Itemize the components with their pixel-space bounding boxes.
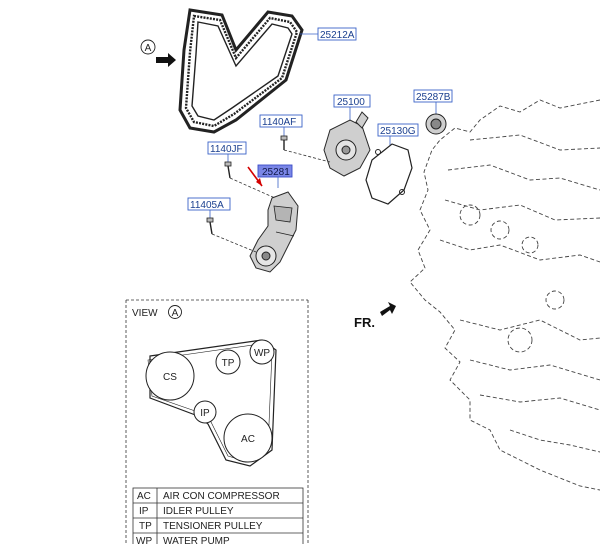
bolt-jf-dashline bbox=[229, 177, 276, 199]
bolt-af-dashline bbox=[283, 149, 331, 163]
svg-text:IP: IP bbox=[200, 408, 210, 419]
legend-abbr: TP bbox=[139, 521, 152, 532]
bolt-5a-dashline bbox=[211, 233, 257, 253]
svg-text:A: A bbox=[145, 43, 152, 54]
legend-table: AC AIR CON COMPRESSOR IP IDLER PULLEY TP… bbox=[132, 487, 304, 544]
front-direction-indicator: FR. bbox=[354, 302, 396, 330]
pulley-ac: AC bbox=[223, 413, 273, 463]
svg-text:1140JF: 1140JF bbox=[210, 144, 243, 155]
part-label-bolt-jf[interactable]: 1140JF bbox=[207, 141, 247, 155]
part-label-belt[interactable]: 25212A bbox=[317, 27, 357, 41]
bolt-5a-part bbox=[206, 217, 214, 235]
part-label-tensioner[interactable]: 25281 bbox=[257, 164, 293, 178]
part-label-bolt-5a[interactable]: 11405A bbox=[187, 197, 231, 211]
svg-text:WP: WP bbox=[254, 348, 270, 359]
pulley-cs: CS bbox=[145, 351, 195, 401]
view-direction-arrow-icon bbox=[156, 53, 176, 67]
legend-name: IDLER PULLEY bbox=[163, 506, 234, 517]
front-arrow-icon bbox=[380, 302, 396, 316]
svg-text:1140AF: 1140AF bbox=[262, 117, 296, 128]
tensioner-part bbox=[249, 191, 299, 273]
pulley-part bbox=[425, 113, 447, 135]
legend-abbr: IP bbox=[139, 506, 149, 517]
engine-block-outline bbox=[409, 99, 600, 491]
part-label-gasket[interactable]: 25130G bbox=[377, 123, 419, 137]
serpentine-belt bbox=[178, 8, 304, 134]
pulley-tp: TP bbox=[215, 349, 241, 375]
water-pump-part bbox=[323, 111, 371, 177]
view-letter-circle bbox=[168, 305, 182, 319]
gasket-part bbox=[365, 143, 413, 205]
legend-name: AIR CON COMPRESSOR bbox=[163, 491, 280, 502]
part-label-pulley[interactable]: 25287B bbox=[413, 89, 453, 103]
bolt-jf-part bbox=[224, 161, 232, 179]
view-letter: A bbox=[172, 308, 179, 319]
svg-text:FR.: FR. bbox=[354, 315, 375, 330]
red-pointer-arrow-icon bbox=[256, 178, 262, 186]
svg-text:25130G: 25130G bbox=[380, 126, 416, 137]
svg-text:TP: TP bbox=[222, 358, 235, 369]
legend-name: TENSIONER PULLEY bbox=[163, 521, 263, 532]
svg-text:25287B: 25287B bbox=[416, 92, 451, 103]
pulley-wp: WP bbox=[249, 339, 275, 365]
pulley-ip: IP bbox=[193, 400, 217, 424]
legend-abbr: WP bbox=[136, 536, 152, 544]
svg-text:25212A: 25212A bbox=[320, 30, 355, 41]
legend-abbr: AC bbox=[137, 491, 151, 502]
svg-text:11405A: 11405A bbox=[190, 200, 224, 211]
view-a-panel: VIEW A CS TP WP IP AC bbox=[125, 299, 309, 544]
svg-text:25100: 25100 bbox=[337, 97, 365, 108]
callout-a: A bbox=[140, 39, 156, 55]
svg-text:AC: AC bbox=[241, 434, 255, 445]
svg-text:CS: CS bbox=[163, 372, 177, 383]
view-title: VIEW bbox=[132, 308, 158, 319]
svg-text:25281: 25281 bbox=[262, 167, 290, 178]
legend-name: WATER PUMP bbox=[163, 536, 230, 544]
part-label-water-pump[interactable]: 25100 bbox=[333, 94, 371, 108]
bolt-af-part bbox=[280, 135, 288, 150]
part-label-bolt-af[interactable]: 1140AF bbox=[259, 114, 303, 128]
